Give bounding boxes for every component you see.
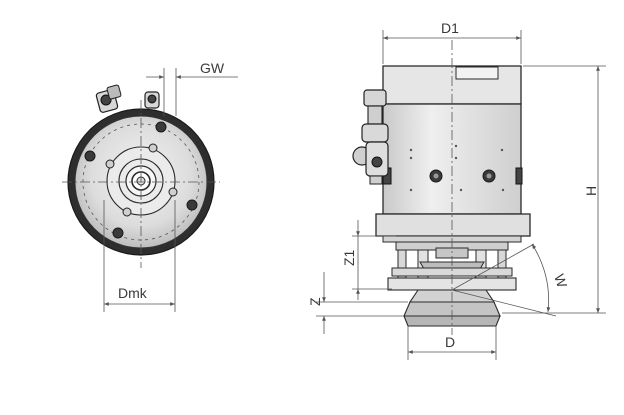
mount-hole-icon [186, 199, 198, 211]
bolt-circle [82, 123, 200, 241]
screw-icon [148, 143, 158, 153]
screw-icon [105, 159, 115, 169]
mount-hole-icon [155, 121, 167, 133]
d1-label: D1 [441, 20, 459, 36]
mount-hole-icon [84, 150, 96, 162]
top-cap-slot [455, 66, 499, 80]
w-angle-leg [451, 243, 535, 291]
z1-label: Z1 [341, 249, 357, 266]
suction-cup [403, 289, 501, 327]
w-angle-arc [531, 243, 551, 313]
top-view: GW Dmk [62, 60, 238, 312]
air-fitting-right [144, 91, 160, 109]
dmk-label: Dmk [118, 285, 148, 301]
screw-icon [168, 187, 178, 197]
d-label: D [445, 334, 455, 350]
air-fitting-left [95, 84, 122, 113]
side-port [515, 167, 523, 185]
w-label: W [551, 272, 571, 290]
mount-hole-icon [112, 227, 124, 239]
screw-icon [122, 207, 132, 217]
main-body [382, 103, 522, 215]
valve-fitting [352, 89, 389, 185]
z-label: Z [307, 297, 323, 306]
small-dots [409, 144, 505, 192]
base-flange [375, 213, 531, 237]
gw-label: GW [200, 60, 225, 76]
side-view: D1 H Z1 Z W D [307, 20, 606, 360]
h-label: H [583, 186, 599, 196]
